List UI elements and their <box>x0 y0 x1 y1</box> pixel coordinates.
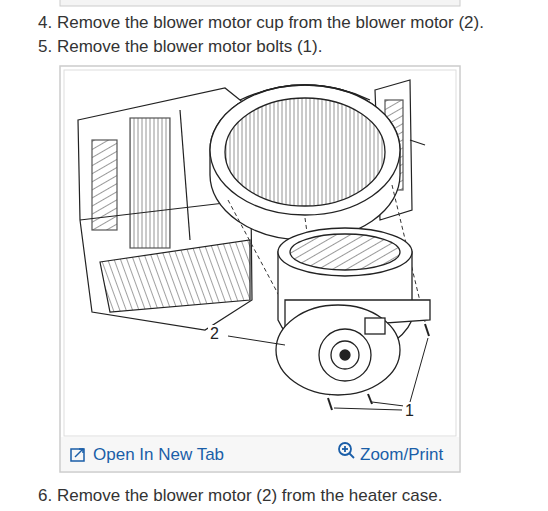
leader-lines <box>228 336 428 410</box>
step-text: 4. Remove the blower motor cup from the … <box>38 14 484 33</box>
link-text: Zoom/Print <box>360 446 443 465</box>
step-text: 6. Remove the blower motor (2) from the … <box>38 487 442 506</box>
new-tab-icon <box>71 449 84 461</box>
link-text: Open In New Tab <box>93 446 224 465</box>
blower-motor <box>276 228 430 395</box>
step-text: 5. Remove the blower motor bolts (1). <box>38 38 322 57</box>
zoom-icon <box>339 443 354 458</box>
callout-number: 1 <box>403 402 416 420</box>
callout-number: 2 <box>208 325 221 343</box>
image-area <box>64 70 456 436</box>
frame-edge <box>60 0 460 6</box>
assembly-lines <box>228 185 425 398</box>
figure-frame <box>60 66 460 472</box>
bolts <box>328 324 429 410</box>
link-bar <box>61 437 459 471</box>
blower-housing <box>210 85 400 240</box>
